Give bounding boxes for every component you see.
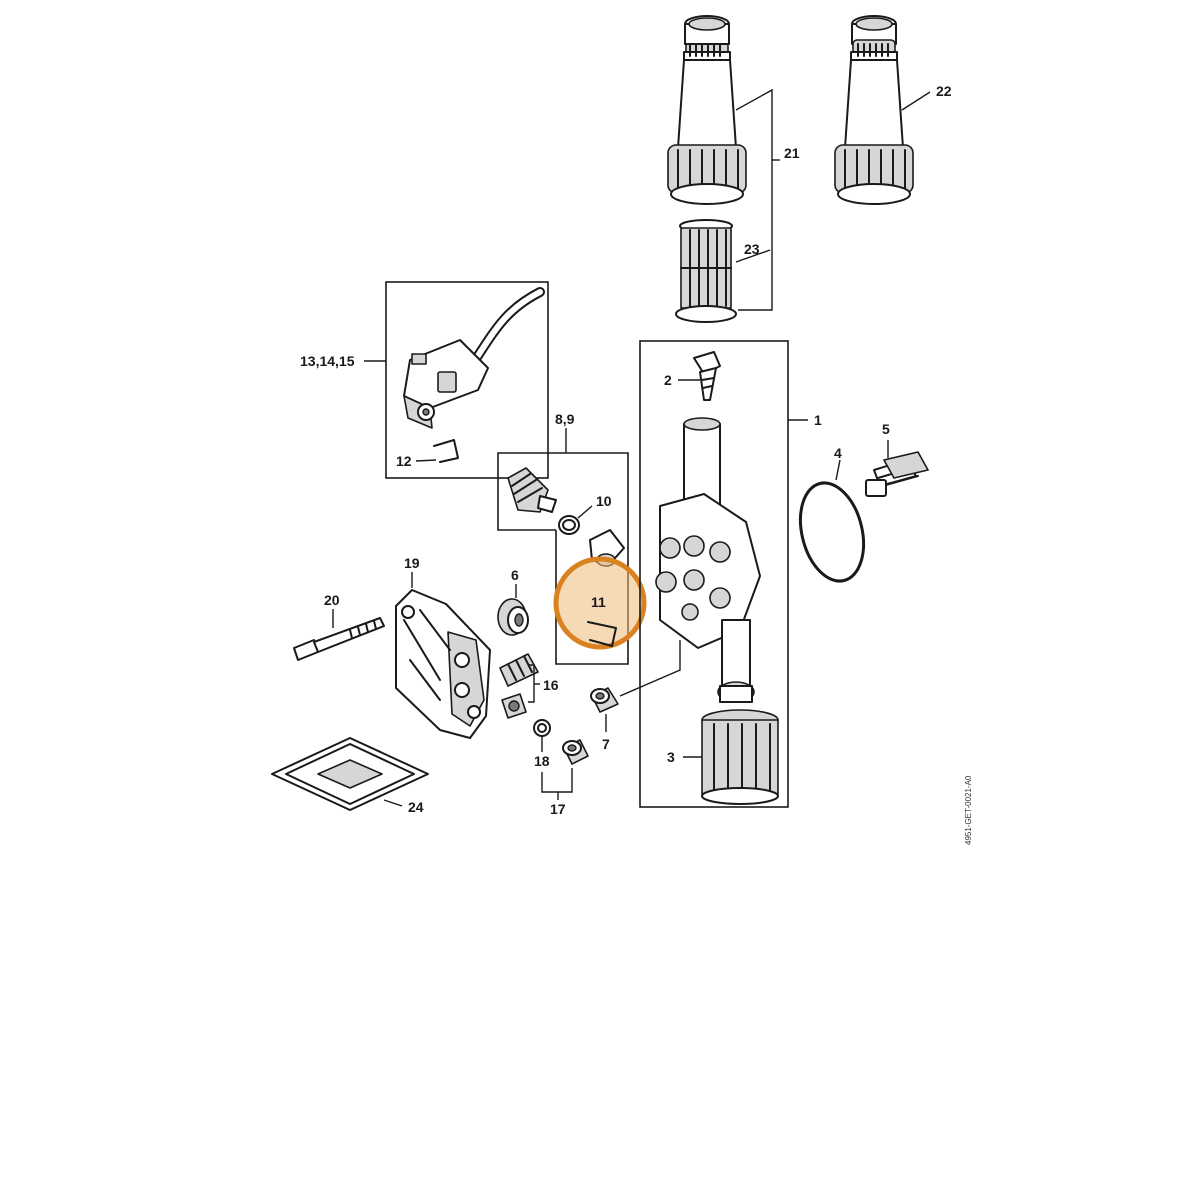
callout-11: 11 [591,594,606,610]
callout-17: 17 [550,801,566,817]
callout-3: 3 [667,749,675,765]
part-21-filter-housing [667,15,747,205]
assembly-frame-13-14-15 [385,281,549,479]
part-5-spring [865,451,929,497]
leader-7 [619,640,681,697]
callout-18: 18 [534,753,550,769]
callout-12: 12 [396,453,412,469]
leader-24 [383,799,403,807]
part-8-9-valve-insert [507,467,557,513]
part-24-gasket-set [271,737,429,811]
part-19-pump-housing [395,589,491,739]
part-6-seal [497,598,529,636]
callout-2: 2 [664,372,672,388]
callout-13-14-15: 13,14,15 [300,353,355,369]
leader-10 [577,505,593,519]
part-pump-manifold [655,417,761,703]
part-4-o-ring [798,481,866,583]
part-11-clip [587,621,617,647]
highlight-ring-part-11 [553,556,647,650]
part-12-clip [433,439,459,463]
callout-16: 16 [543,677,559,693]
callout-21: 21 [784,145,800,161]
callout-8-9: 8,9 [555,411,575,427]
leader-22 [901,91,931,111]
callout-19: 19 [404,555,420,571]
callout-4: 4 [834,445,842,461]
callout-20: 20 [324,592,340,608]
callout-24: 24 [408,799,424,815]
part-23-filter-screen [675,219,737,323]
callout-1: 1 [814,412,822,428]
part-3-strainer [701,709,779,805]
part-7-check-valve [590,687,619,713]
part-17-check-valve [562,739,589,765]
assembly-frame-8-9 [497,452,629,665]
part-13-14-15-sensor-unit [403,287,545,429]
callout-10: 10 [596,493,612,509]
drawing-code: 4951-GET-0021-A0 [964,775,973,845]
part-20-bolt [293,617,385,661]
leader-4 [835,459,841,481]
leader-21 [735,88,773,311]
callout-7: 7 [602,736,610,752]
leader-17 [541,768,573,793]
leader-12 [415,459,437,462]
callout-6: 6 [511,567,519,583]
part-2-nozzle [693,351,721,401]
assembly-frame-1 [639,340,789,808]
callout-5: 5 [882,421,890,437]
callout-23: 23 [744,241,760,257]
callout-22: 22 [936,83,952,99]
leader-23 [735,249,771,263]
part-22-filter-housing [834,15,914,205]
part-16-valve [499,653,539,719]
